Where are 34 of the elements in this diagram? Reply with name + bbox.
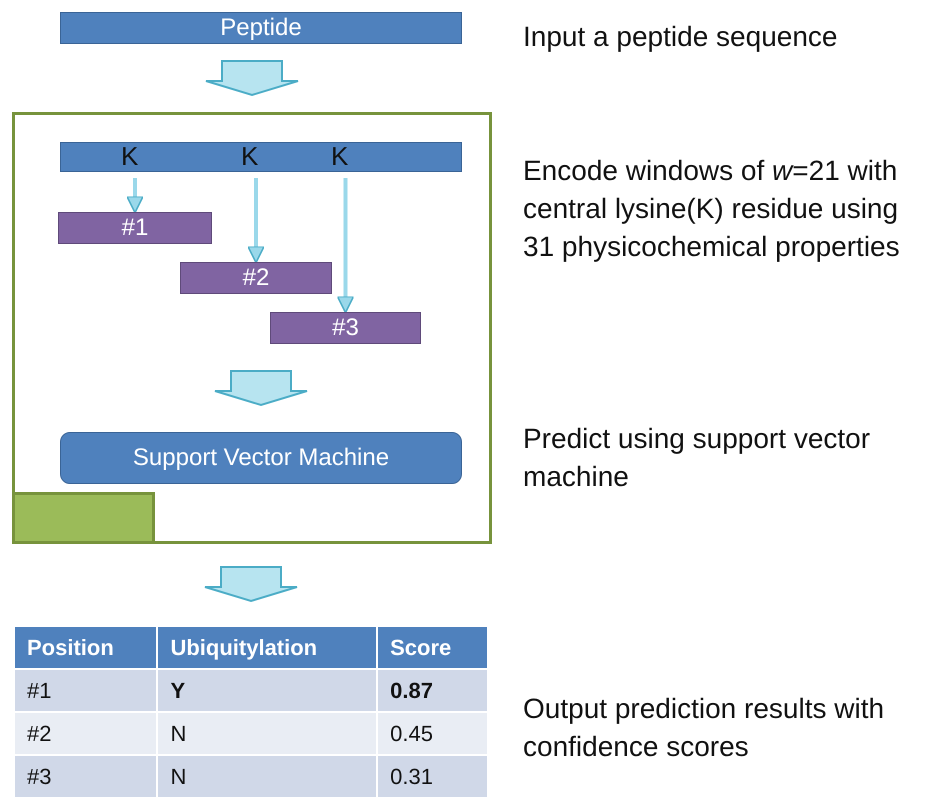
residue-letter: K: [121, 141, 138, 172]
name-tab: [12, 492, 155, 544]
block-arrow: [204, 566, 298, 602]
window-bar: #3: [270, 312, 421, 344]
table-cell: 0.87: [377, 669, 488, 712]
block-arrow: [205, 60, 299, 96]
table-cell: #2: [14, 712, 158, 755]
process-box: Support Vector Machine: [60, 432, 462, 484]
header-cell: Score: [377, 626, 488, 669]
step-description: Encode windows of w=21 with central lysine(K) residue using 31 physicochemical properties: [523, 154, 901, 264]
window-bar: #2: [180, 262, 332, 294]
arrow: [247, 178, 265, 264]
table-cell: N: [157, 755, 378, 798]
results-table: [12, 624, 490, 800]
table-cell: Y: [157, 669, 378, 712]
table-cell: 0.31: [377, 755, 488, 798]
residue-letter: K: [331, 141, 348, 172]
residue-letter: K: [241, 141, 258, 172]
arrow: [126, 178, 144, 214]
group-frame: [12, 112, 492, 544]
step-description: Output prediction results with confidence scores: [523, 692, 886, 764]
process-bar: Peptide: [60, 12, 462, 44]
arrow: [336, 178, 354, 314]
window-bar: #1: [58, 212, 212, 244]
step-description: Input a peptide sequence: [523, 20, 838, 54]
table-cell: #1: [14, 669, 158, 712]
table-cell: #3: [14, 755, 158, 798]
table-cell: 0.45: [377, 712, 488, 755]
header-cell: Ubiquitylation: [157, 626, 378, 669]
step-description: Predict using support vector machine: [523, 422, 872, 494]
header-cell: Position: [14, 626, 158, 669]
sequence-bar: [60, 142, 462, 172]
table-cell: N: [157, 712, 378, 755]
block-arrow: [214, 370, 308, 406]
